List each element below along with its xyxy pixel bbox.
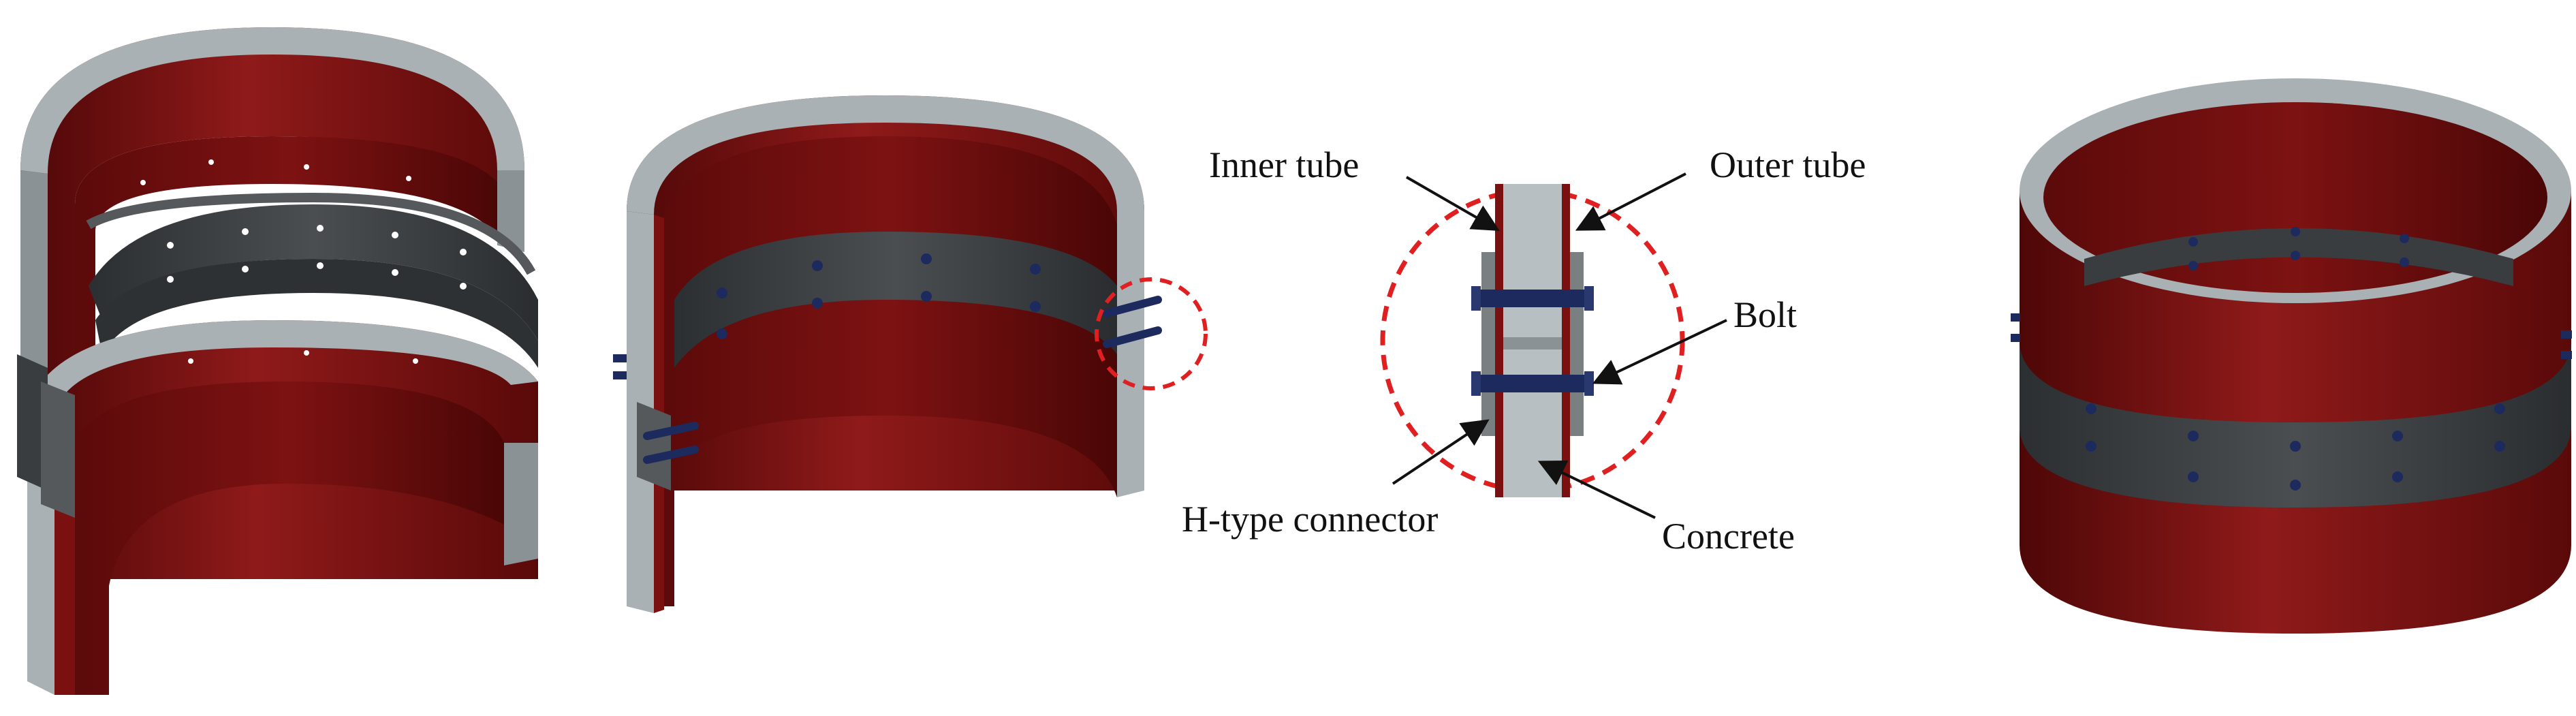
exploded-assembly: [17, 27, 538, 695]
h-connector-plate-left: [1481, 252, 1495, 436]
bolt-upper: [1475, 290, 1590, 307]
arrow-icon: [1537, 460, 1656, 519]
band-bolts: [717, 253, 1041, 339]
bolt-lower: [1475, 375, 1590, 392]
lower-half-tube: [17, 320, 538, 695]
assembled-tube: [2011, 78, 2572, 634]
arrow-icon: [1392, 419, 1490, 485]
label-concrete: Concrete: [1662, 516, 1795, 557]
h-type-connector-ring: [86, 192, 538, 368]
half-tube-assembly: [613, 95, 1208, 613]
label-h-type-connector: H-type connector: [1182, 499, 1438, 540]
h-connector-web: [1503, 337, 1562, 349]
detail-callout-circle-small: [1095, 277, 1208, 390]
arrow-icon: [1592, 319, 1727, 385]
arrow-icon: [1406, 176, 1500, 231]
inner-tube-wall: [1495, 184, 1503, 497]
upper-half-tube: [20, 27, 524, 436]
h-connector-plate-right: [1570, 252, 1584, 436]
arrow-icon: [1575, 172, 1686, 231]
outer-band-bolts: [2086, 403, 2505, 491]
label-outer-tube: Outer tube: [1710, 144, 1866, 185]
label-bolt: Bolt: [1733, 294, 1797, 335]
label-inner-tube: Inner tube: [1209, 144, 1359, 185]
connection-detail: Inner tube Outer tube Bolt H-type connec…: [1182, 144, 1866, 557]
outer-tube-wall: [1562, 184, 1570, 497]
